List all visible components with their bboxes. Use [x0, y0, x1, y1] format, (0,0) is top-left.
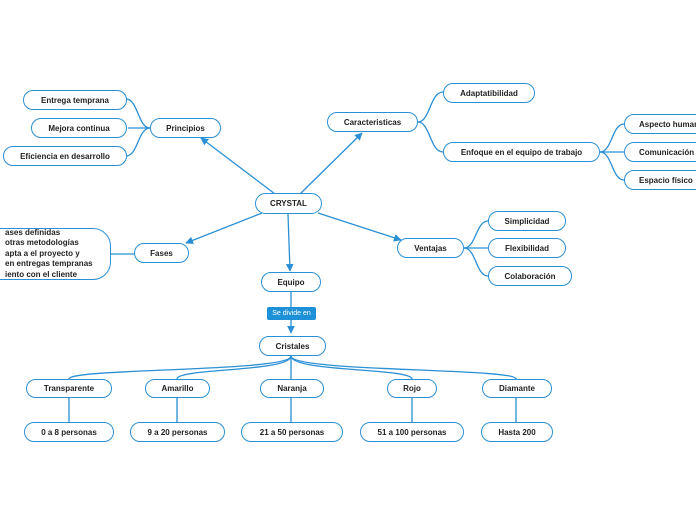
fases-detail[interactable]: ases definidas otras metodologías apta a…: [0, 228, 111, 280]
equipo-node[interactable]: Equipo: [261, 272, 321, 292]
principio-mejora-continua[interactable]: Mejora continua: [31, 118, 127, 138]
fases-detail-line-1: ases definidas: [5, 227, 61, 237]
cristal-rojo[interactable]: Rojo: [387, 379, 437, 398]
relation-label: Se divide en: [267, 307, 316, 320]
caracteristica-adaptatibilidad[interactable]: Adaptatibilidad: [443, 83, 535, 103]
cristales-node[interactable]: Cristales: [259, 336, 326, 356]
rango-diamante[interactable]: Hasta 200: [481, 422, 553, 442]
rango-naranja[interactable]: 21 a 50 personas: [241, 422, 343, 442]
rango-amarillo[interactable]: 9 a 20 personas: [130, 422, 225, 442]
caracteristica-enfoque-equipo[interactable]: Enfoque en el equipo de trabajo: [443, 142, 600, 162]
cristal-diamante[interactable]: Diamante: [482, 379, 552, 398]
cristal-amarillo[interactable]: Amarillo: [145, 379, 210, 398]
ventaja-simplicidad[interactable]: Simplicidad: [488, 211, 566, 231]
connector-ventajas: [317, 212, 402, 242]
cristal-transparente[interactable]: Transparente: [26, 379, 112, 398]
principio-eficiencia[interactable]: Eficiencia en desarrollo: [3, 146, 127, 166]
connector-fases: [185, 212, 263, 245]
connector-principios: [200, 137, 276, 195]
central-node[interactable]: CRYSTAL: [255, 193, 322, 214]
enfoque-aspecto-humano[interactable]: Aspecto humano: [624, 114, 696, 134]
ventajas-node[interactable]: Ventajas: [397, 238, 464, 258]
fases-detail-line-3: apta a el proyecto y: [5, 248, 80, 258]
rango-rojo[interactable]: 51 a 100 personas: [360, 422, 464, 442]
cristal-naranja[interactable]: Naranja: [260, 379, 324, 398]
fases-detail-line-5: iento con el cliente: [5, 269, 78, 279]
caracteristicas-node[interactable]: Caracteristicas: [327, 112, 418, 132]
connector-equipo: [285, 213, 294, 272]
principio-entrega-temprana[interactable]: Entrega temprana: [23, 90, 127, 110]
connector-caracteristicas: [299, 132, 363, 195]
ventaja-flexibilidad[interactable]: Flexibilidad: [488, 238, 566, 258]
principios-node[interactable]: Principios: [150, 118, 221, 138]
fases-detail-line-4: en entregas tempranas: [5, 259, 93, 269]
ventaja-colaboracion[interactable]: Colaboración: [488, 266, 572, 286]
fases-detail-line-2: otras metodologías: [5, 238, 79, 248]
enfoque-espacio-fisico[interactable]: Espacio físico: [624, 170, 696, 190]
rango-transparente[interactable]: 0 a 8 personas: [24, 422, 114, 442]
fases-node[interactable]: Fases: [134, 243, 189, 263]
enfoque-comunicacion[interactable]: Comunicación: [624, 142, 696, 162]
